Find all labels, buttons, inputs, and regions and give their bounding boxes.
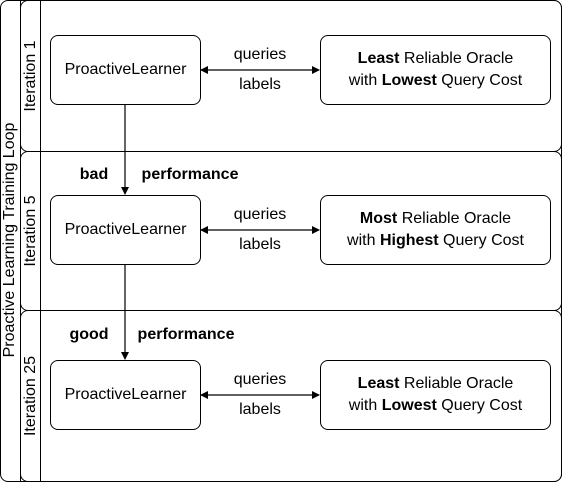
labels-label-iteration-25: labels xyxy=(239,401,281,418)
oracle-cost-qualifier: Lowest xyxy=(381,72,437,89)
oracle-line2-text: Query Cost xyxy=(436,397,523,414)
oracle-line2-text: Query Cost xyxy=(438,232,524,249)
queries-label-iteration-5: queries xyxy=(233,206,287,223)
oracle-line1-text: Reliable Oracle xyxy=(399,375,514,392)
learner-box-iteration-25: ProactiveLearner xyxy=(50,360,201,430)
learner-label: ProactiveLearner xyxy=(64,386,187,403)
oracle-line2-text: Query Cost xyxy=(436,72,523,89)
oracle-cost-qualifier: Highest xyxy=(379,232,439,249)
transition-word-good: good xyxy=(69,326,109,343)
queries-label-iteration-1: queries xyxy=(233,46,287,63)
transition-word-performance-2: performance xyxy=(137,326,235,343)
labels-label-iteration-5: labels xyxy=(239,236,281,253)
transition-word-bad: bad xyxy=(79,166,109,183)
labels-label-iteration-1: labels xyxy=(239,76,281,93)
oracle-box-iteration-25: Least Reliable Oracle with Lowest Query … xyxy=(320,360,551,430)
oracle-line2-prefix: with xyxy=(348,397,382,414)
oracle-line1-text: Reliable Oracle xyxy=(397,210,512,227)
transition-word-performance-1: performance xyxy=(141,166,239,183)
queries-label-iteration-25: queries xyxy=(233,371,287,388)
oracle-reliability-qualifier: Least xyxy=(357,50,400,67)
oracle-box-iteration-5: Most Reliable Oracle with Highest Query … xyxy=(320,195,551,265)
learner-box-iteration-1: ProactiveLearner xyxy=(50,35,201,105)
learner-box-iteration-5: ProactiveLearner xyxy=(50,195,201,265)
learner-label: ProactiveLearner xyxy=(64,221,187,238)
oracle-box-iteration-1: Least Reliable Oracle with Lowest Query … xyxy=(320,35,551,105)
oracle-reliability-qualifier: Least xyxy=(357,375,400,392)
oracle-line2-prefix: with xyxy=(348,72,382,89)
learner-label: ProactiveLearner xyxy=(64,61,187,78)
oracle-cost-qualifier: Lowest xyxy=(381,397,437,414)
oracle-line2-prefix: with xyxy=(347,232,380,249)
oracle-line1-text: Reliable Oracle xyxy=(399,50,514,67)
oracle-reliability-qualifier: Most xyxy=(359,210,398,227)
lane-header-divider xyxy=(40,0,41,482)
